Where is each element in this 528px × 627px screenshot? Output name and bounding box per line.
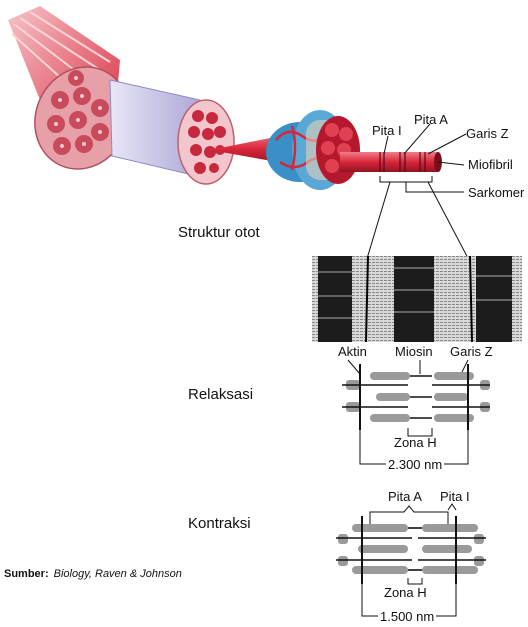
label-relaksasi: Relaksasi: [188, 386, 254, 403]
label-aktin: Aktin: [338, 344, 367, 359]
relaxed-sarcomere: [342, 359, 490, 465]
label-zona-h-relax: Zona H: [394, 435, 437, 450]
label-pita-a-lower: Pita A: [388, 489, 422, 504]
label-pita-i-lower: Pita I: [440, 489, 470, 504]
source-text: Biology, Raven & Johnson: [53, 568, 182, 580]
upper-pointers: [365, 123, 471, 263]
label-miofibril: Miofibril: [468, 157, 513, 172]
label-length-contract: 1.500 nm: [378, 609, 437, 624]
label-pita-i: Pita I: [372, 123, 402, 138]
label-zona-h-contract: Zona H: [384, 585, 427, 600]
contracted-sarcomere: [336, 503, 486, 617]
label-garis-z-lower: Garis Z: [450, 344, 493, 359]
label-kontraksi: Kontraksi: [188, 515, 251, 532]
electron-micrograph: [312, 255, 522, 343]
muscle-fibre-section: [177, 99, 235, 185]
fascicle-bundle: [34, 66, 130, 170]
source-label: Sumber:: [4, 568, 49, 580]
label-pita-a: Pita A: [414, 112, 448, 127]
label-length-relax: 2.300 nm: [386, 457, 445, 472]
source-credit: Sumber: Biology, Raven & Johnson: [4, 568, 182, 580]
myofibril-bundle: [266, 110, 360, 190]
label-struktur-otot: Struktur otot: [178, 224, 260, 241]
label-garis-z: Garis Z: [466, 126, 509, 141]
label-miosin: Miosin: [395, 344, 433, 359]
myofibril-rod: [340, 152, 442, 172]
label-sarkomer: Sarkomer: [468, 185, 525, 200]
